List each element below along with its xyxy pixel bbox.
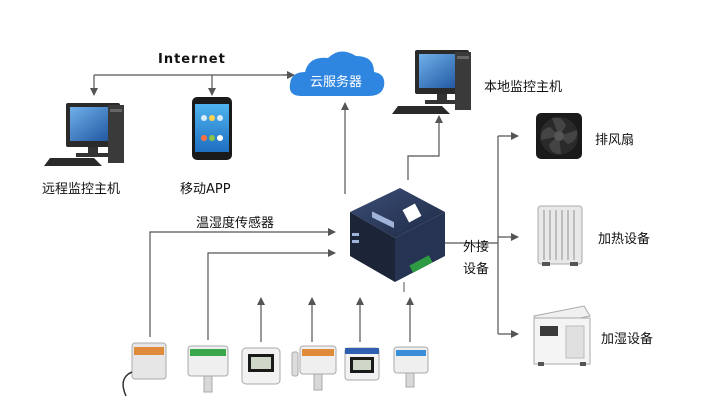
remote-host-computer-icon [44,103,124,166]
external-devices-label-line2: 设备 [463,262,490,277]
arrow-sensor1-to-gateway [149,228,336,337]
sensor-2-icon [187,345,229,393]
cloud-server-label: 云服务器 [309,75,362,90]
sensor-6-icon [393,346,429,388]
sensor-5-icon [344,347,380,381]
exhaust-fan-icon [536,113,582,159]
arrow-sensor2-to-gateway [207,249,336,340]
mobile-phone-icon [192,97,232,160]
sensor-1-icon [122,342,167,397]
external-devices-label-line1: 外接 [463,240,490,255]
humidifier-icon [533,305,591,366]
remote-host-label: 远程监控主机 [42,182,121,197]
sensor-3-icon [241,347,281,385]
arrow-gateway-to-local-host [407,115,443,180]
internet-label: Internet [158,52,226,67]
local-host-computer-icon [392,50,471,114]
heater-icon [537,205,583,266]
heater-label: 加热设备 [598,232,651,247]
gateway-device-icon [350,188,445,292]
sensor-label: 温湿度传感器 [196,216,275,231]
sensor-4-icon [291,345,337,391]
cloud-server-icon [289,51,385,96]
connection-lines [90,71,519,342]
mobile-app-label: 移动APP [180,182,231,197]
local-host-label: 本地监控主机 [484,80,563,95]
humidifier-label: 加湿设备 [601,332,654,347]
fan-label: 排风扇 [595,133,635,148]
